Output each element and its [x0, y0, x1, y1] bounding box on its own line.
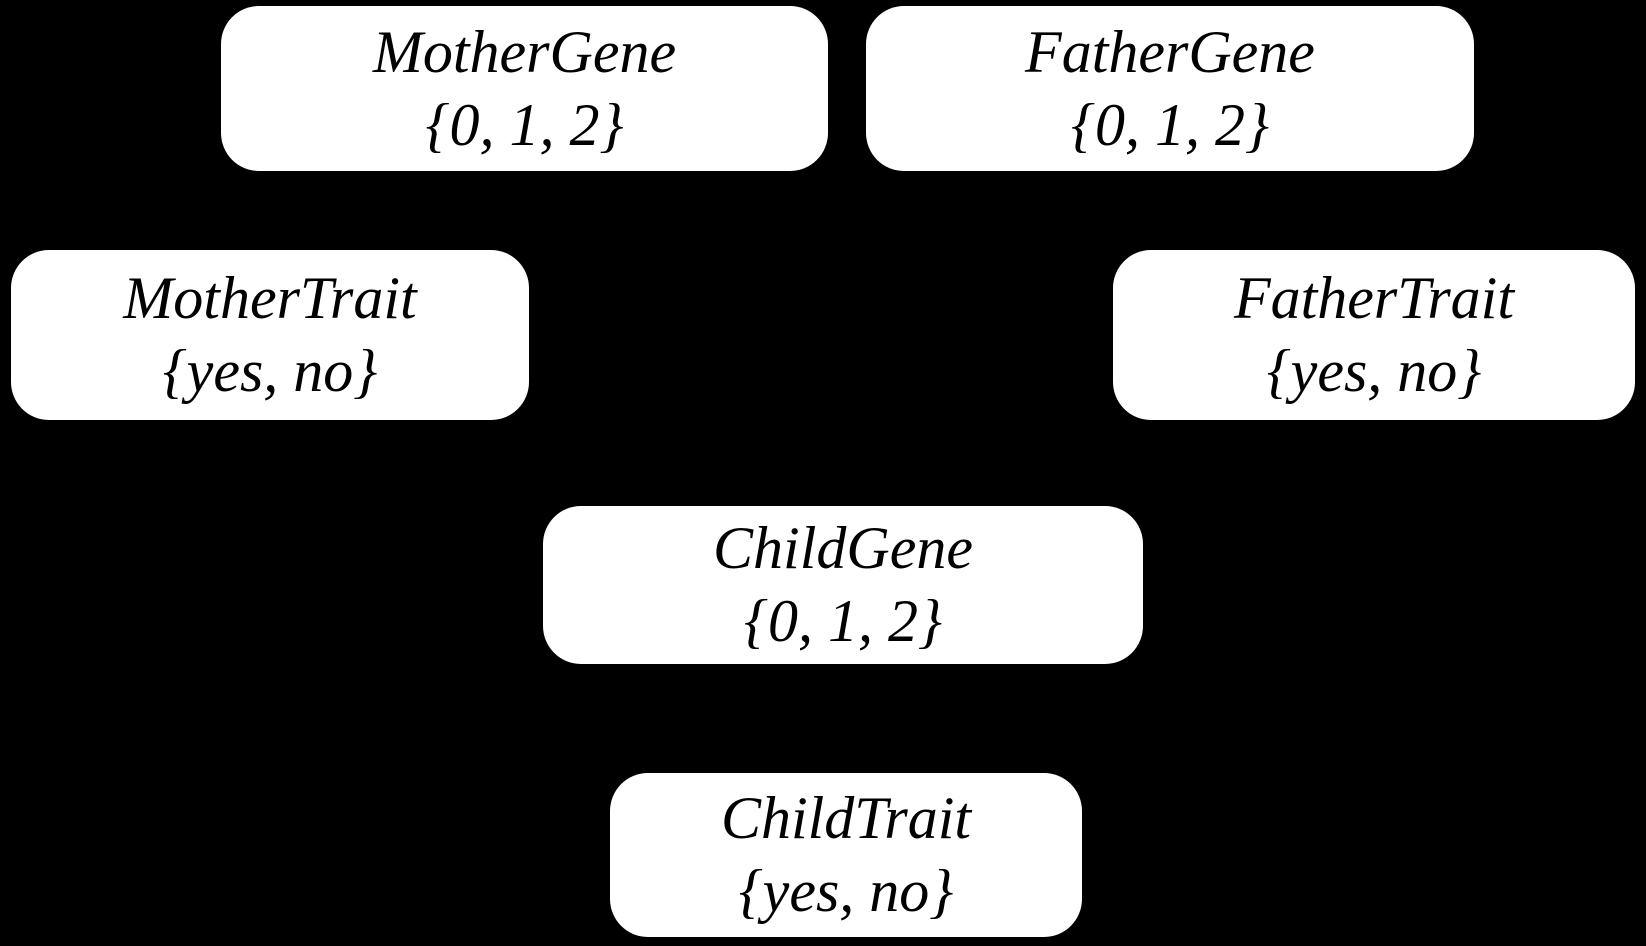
node-label: FatherTrait [1233, 265, 1515, 331]
node-label: MotherGene [372, 18, 677, 85]
node-mother-gene: MotherGene {0, 1, 2} [221, 6, 828, 171]
node-label: FatherGene [1025, 18, 1315, 85]
node-domain-values: {0, 1, 2} [744, 588, 942, 654]
node-child-gene: ChildGene {0, 1, 2} [543, 506, 1143, 664]
node-father-gene: FatherGene {0, 1, 2} [866, 6, 1474, 171]
node-domain-values: {yes, no} [738, 858, 954, 924]
node-label: MotherTrait [123, 265, 417, 331]
node-domain-values: {0, 1, 2} [1071, 91, 1269, 158]
node-label: ChildGene [713, 515, 973, 581]
node-father-trait: FatherTrait {yes, no} [1113, 250, 1635, 420]
node-mother-trait: MotherTrait {yes, no} [11, 250, 529, 420]
node-domain-values: {yes, no} [162, 338, 378, 404]
node-domain-values: {yes, no} [1266, 338, 1482, 404]
node-label: ChildTrait [720, 785, 972, 851]
node-child-trait: ChildTrait {yes, no} [610, 773, 1082, 937]
node-domain-values: {0, 1, 2} [425, 91, 624, 158]
